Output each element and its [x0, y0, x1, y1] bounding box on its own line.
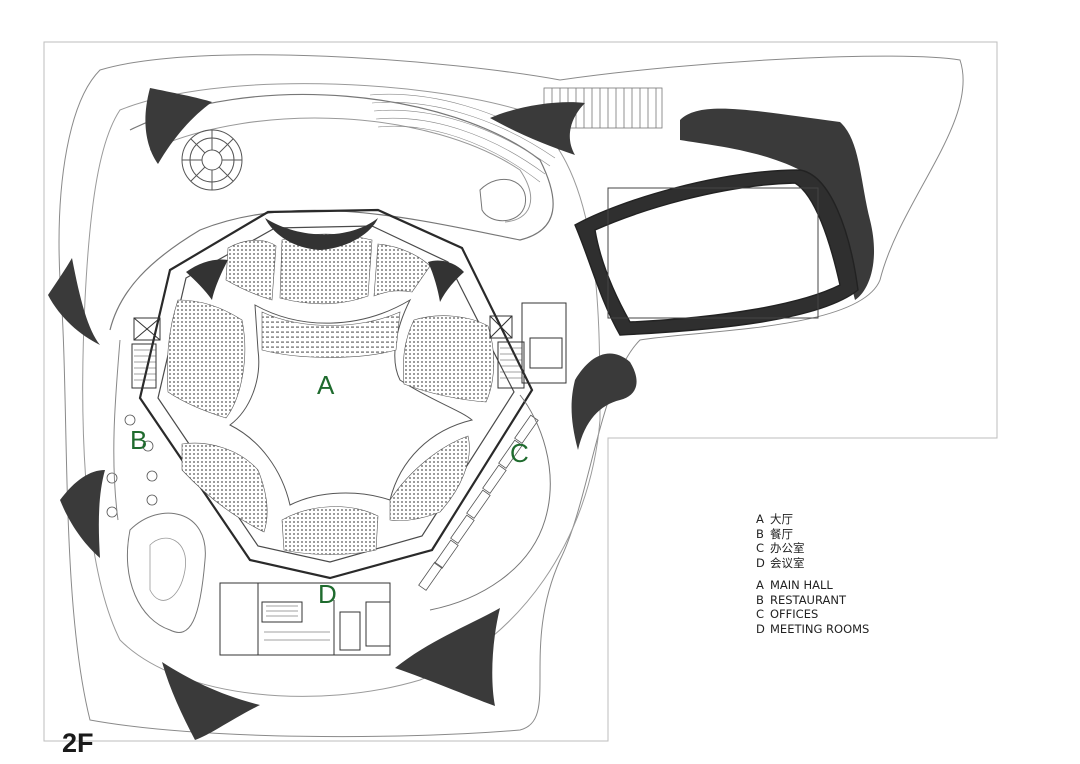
island-form-top [479, 178, 526, 222]
office-desks [418, 414, 539, 591]
auditorium-seating [167, 233, 495, 555]
service-cores [131, 302, 567, 656]
zone-label-d: D [318, 579, 337, 609]
gallery-curve [109, 93, 554, 331]
drawing-frame [43, 41, 998, 742]
stair-hatch-core [134, 347, 522, 641]
structural-wings [48, 88, 875, 740]
island-form-left [126, 512, 206, 633]
gallery-curve-inner [149, 117, 532, 223]
stage-block [574, 169, 859, 336]
floor-label: 2F [62, 728, 94, 758]
site-outline [58, 54, 964, 738]
zone-label-a: A [317, 370, 335, 400]
balcony-pieces [186, 218, 464, 302]
zone-label-b: B [130, 425, 148, 455]
zone-label-c: C [510, 438, 529, 468]
spiral-stair [181, 129, 243, 191]
main-hall-outline [138, 208, 534, 580]
